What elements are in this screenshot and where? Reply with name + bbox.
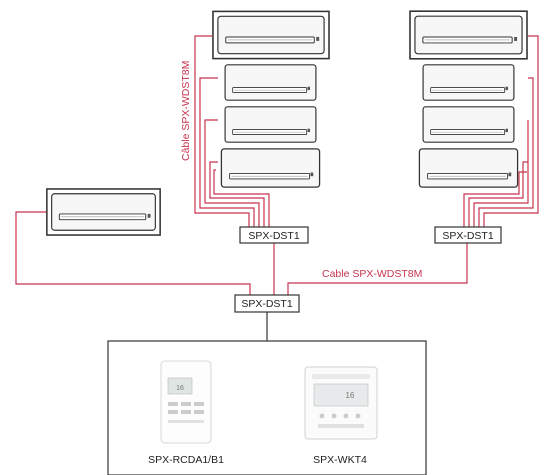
remote-wired-icon: 16	[160, 360, 212, 444]
cable-left-unit	[15, 211, 251, 296]
splitter-main-label: SPX-DST1	[241, 298, 293, 310]
splitter-main: SPX-DST1	[234, 294, 300, 313]
cable-label-vertical: Câble SPX-WDST8M	[180, 61, 192, 161]
splitter-right: SPX-DST1	[434, 226, 502, 244]
indoor-unit-right-col-1	[409, 10, 528, 60]
cable-label-horizontal: Cable SPX-WDST8M	[322, 268, 422, 280]
splitter-left: SPX-DST1	[239, 226, 309, 244]
indoor-unit-right-col-3	[422, 106, 515, 143]
remote-wired-label: SPX-RCDA1/B1	[148, 454, 224, 466]
indoor-unit-left-col-1	[212, 10, 330, 60]
indoor-unit-left-col-2	[224, 64, 317, 101]
remote-wired-screen-value: 16	[176, 385, 184, 392]
indoor-unit-left-col-3	[224, 106, 317, 143]
splitter-right-label: SPX-DST1	[442, 230, 494, 242]
remote-wall-label: SPX-WKT4	[313, 454, 367, 466]
indoor-unit-right-col-2	[422, 64, 515, 101]
cable-splitter-links	[273, 243, 468, 296]
indoor-unit-right-col-4	[418, 148, 519, 188]
remote-wall-screen-value: 16	[346, 391, 355, 400]
indoor-unit-left-standalone	[46, 188, 161, 236]
cable-bundle-right-column	[463, 35, 539, 228]
splitter-left-label: SPX-DST1	[248, 230, 300, 242]
remote-wall-icon: 16	[304, 366, 378, 440]
cable-bundle-left-column	[194, 35, 270, 228]
indoor-unit-left-col-4	[220, 148, 321, 188]
